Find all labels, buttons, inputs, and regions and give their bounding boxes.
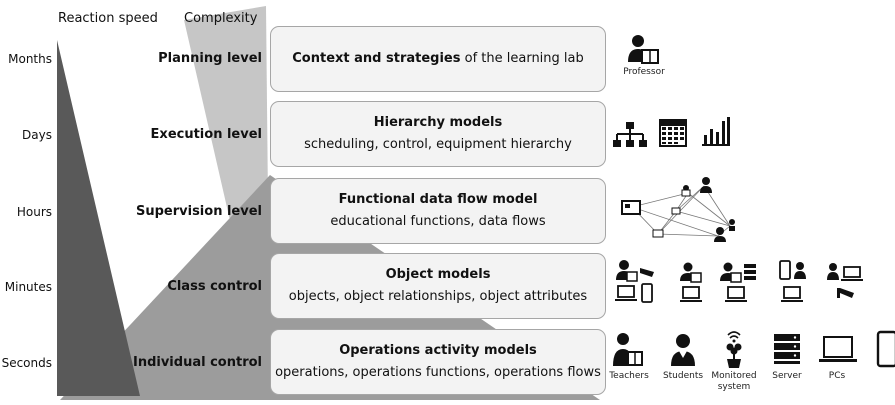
box-title: Context and strategies [292,51,461,66]
model-box-class-control: Object models objects, object relationsh… [270,253,606,319]
reaction-speed-header: Reaction speed [58,11,158,26]
box-title: Hierarchy models [373,115,503,130]
box-subtitle: scheduling, control, equipment hierarchy [304,137,572,152]
tablet-icon [876,330,895,368]
students-label: Students [662,371,704,381]
monitored-system-label: Monitored system [711,371,757,392]
pc-icon [819,336,857,362]
box-title: Operations activity models [339,343,537,358]
server-icon [774,334,800,364]
level-class-control: Class control [167,279,262,294]
teachers-label: Teachers [609,371,649,381]
box-subtitle: operations, operations functions, operat… [275,365,601,380]
time-days: Days [22,128,52,142]
teacher-server-icon [720,262,756,302]
pcs-label: PCs [828,371,846,381]
model-box-supervision: Functional data flow model educational f… [270,178,606,244]
monitored-system-icon [726,331,742,368]
org-chart-icon [613,122,647,147]
time-minutes: Minutes [4,280,52,294]
time-hours: Hours [16,205,52,219]
model-box-execution: Hierarchy models scheduling, control, eq… [270,101,606,167]
level-supervision: Supervision level [135,204,262,219]
level-execution: Execution level [150,127,262,142]
box-subtitle: objects, object relationships, object at… [288,289,588,304]
bar-chart-icon [702,117,730,146]
server-label: Server [772,371,802,381]
reaction-speed-triangle [57,40,140,396]
calendar-grid-icon [659,119,687,147]
level-planning: Planning level [158,51,262,66]
level-individual-control: Individual control [132,355,262,370]
professor-label: Professor [623,67,665,77]
time-seconds: Seconds [1,356,52,370]
complexity-header: Complexity [184,11,258,26]
box-subtitle: educational functions, data flows [330,214,546,229]
box-title: Functional data flow model [338,192,538,207]
network-dataflow-icon [621,177,735,242]
phone-laptop-icon [779,260,806,302]
model-box-planning: Context and strategies of the learning l… [270,26,606,92]
student-laptop-camera-icon [827,263,863,298]
teacher-screen-icon [680,262,702,302]
teacher-icon [613,333,643,366]
professor-icon [628,35,659,64]
teacher-camera-icon [615,260,654,303]
time-months: Months [8,52,52,66]
box-title-suffix: of the learning lab [460,51,584,66]
box-title: Object models [385,267,491,282]
model-box-individual: Operations activity models operations, o… [270,329,606,395]
student-icon [671,334,695,366]
